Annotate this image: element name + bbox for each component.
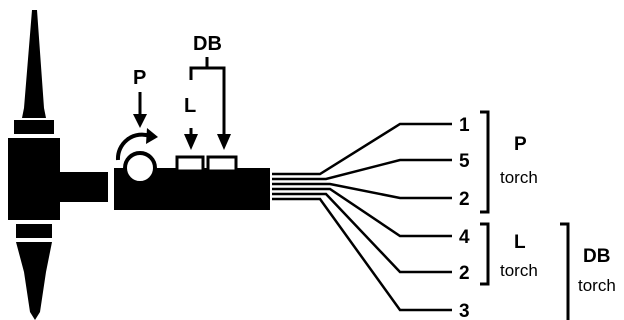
post-bottom-spike xyxy=(16,242,52,320)
wire-2-top xyxy=(272,182,452,200)
rotary-knob xyxy=(123,151,157,185)
button-DB xyxy=(206,155,238,173)
arrow-P-head-icon xyxy=(133,114,147,128)
output-label-4: 4 xyxy=(459,227,470,248)
group-P-name: P xyxy=(514,134,527,155)
arrow-DB-head-icon xyxy=(217,134,231,150)
bracket-DB-torch xyxy=(560,222,570,320)
group-DB-name: DB xyxy=(583,246,610,267)
output-label-2: 2 xyxy=(459,189,470,210)
vertical-post xyxy=(8,10,60,320)
group-DB-sub: torch xyxy=(578,276,616,295)
post-lower-collar xyxy=(16,224,52,238)
wire-3 xyxy=(272,197,452,312)
connector-arm xyxy=(58,172,108,202)
post-top-spike xyxy=(22,10,46,118)
button-L xyxy=(175,155,205,173)
wire-5 xyxy=(272,158,452,181)
post-collar xyxy=(14,120,54,134)
wire-1 xyxy=(272,122,452,176)
rotation-arrowhead-icon xyxy=(146,128,158,144)
group-P-sub: torch xyxy=(500,168,538,187)
label-L: L xyxy=(184,95,196,117)
label-P: P xyxy=(133,67,146,89)
label-DB: DB xyxy=(193,33,222,55)
output-label-3: 3 xyxy=(459,301,470,320)
output-label-2b: 2 xyxy=(459,263,470,284)
output-label-5: 5 xyxy=(459,151,470,172)
arrow-L-head-icon xyxy=(184,134,198,150)
rotation-arrow xyxy=(115,132,151,161)
bracket-L-torch xyxy=(480,222,490,286)
wire-bundle xyxy=(272,122,452,312)
group-L-name: L xyxy=(514,232,526,253)
wire-4 xyxy=(272,187,452,238)
wire-2-bottom xyxy=(272,192,452,274)
bracket-DB xyxy=(189,66,226,80)
post-body xyxy=(8,138,60,220)
group-L-sub: torch xyxy=(500,261,538,280)
output-label-1: 1 xyxy=(459,115,470,136)
bracket-P-torch xyxy=(480,110,490,214)
